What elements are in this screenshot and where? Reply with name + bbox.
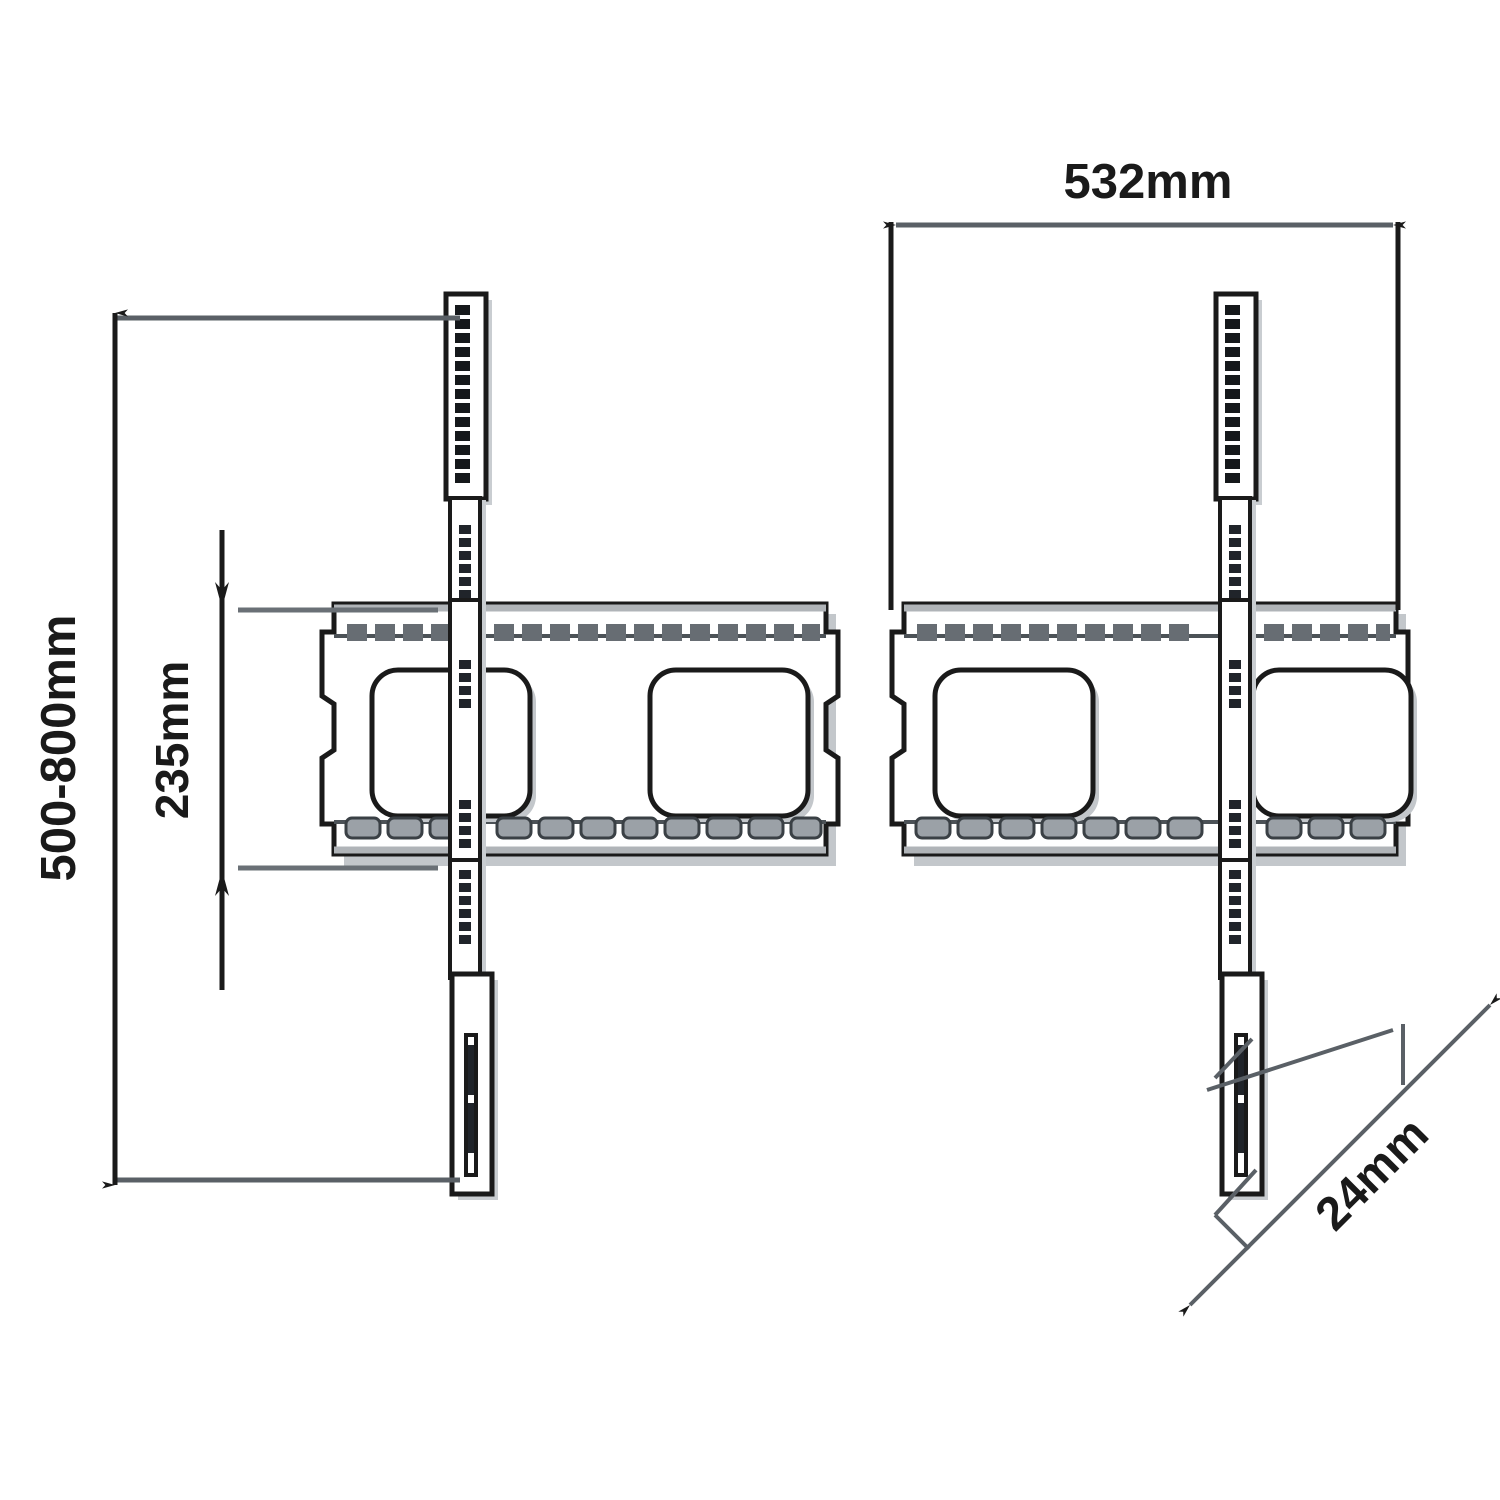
vertical-wall-plate-lower-right [1219,971,1268,1200]
vertical-wall-plate-upper [443,291,492,505]
dimension-width: 532mm [883,155,1406,610]
vertical-wall-plate-lower [449,971,498,1200]
right-assembly [892,291,1417,1200]
dimension-rail-spacing: 235mm [146,530,438,990]
vertical-stem-cross-right [1218,598,1256,862]
dimension-width-label: 532mm [1064,155,1233,209]
rail-bottom-tabs-right [914,816,1387,840]
stem-slots-upper [459,525,471,599]
dimension-depth-label: 24mm [1305,1107,1439,1241]
stem-slots-cross-left [459,660,471,848]
rail-top-slots-left [347,624,820,641]
stem-slots-cross-right [1229,660,1241,848]
vertical-stem-lower-left [448,858,486,980]
stem-slots-upper-right [1229,525,1241,599]
perforation-slots-upper [455,305,470,483]
rail-cutout-1-right [935,670,1099,822]
rail-bottom-tabs-left [344,816,823,840]
perforation-slots-upper-right [1225,305,1240,483]
vertical-stem-lower-right [1218,858,1256,980]
rail-cutout-2-left [650,670,814,822]
left-assembly [322,291,838,1200]
stem-slots-lower-right [1229,870,1241,944]
dimension-height-range-label: 500-800mm [32,615,86,882]
rail-top-slots-right [917,624,1390,641]
vertical-stem-upper-right [1218,496,1256,614]
dimension-rail-spacing-label: 235mm [146,661,198,820]
vertical-stem-cross-left [448,598,486,862]
vertical-stem-upper [448,496,486,614]
dimension-height-range: 500-800mm [32,309,460,1189]
vertical-wall-plate-upper-right [1213,291,1262,505]
rail-cutout-2-right [1253,670,1417,822]
stem-slots-lower-left [459,870,471,944]
